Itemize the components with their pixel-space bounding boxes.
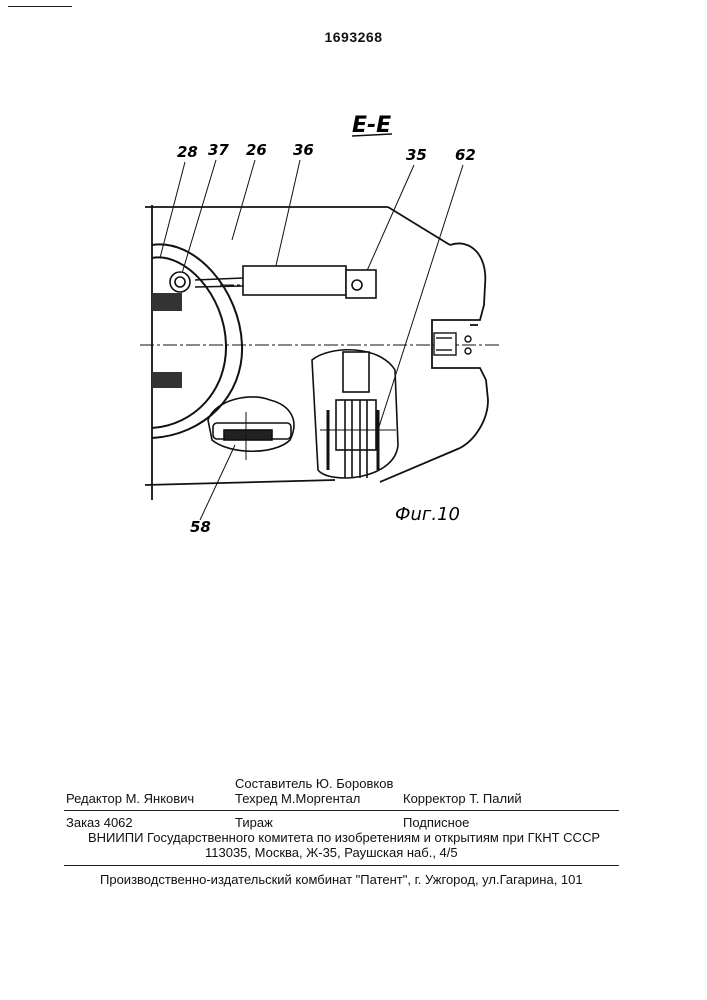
cutaway-62	[312, 350, 398, 478]
order: Заказ 4062	[66, 815, 133, 830]
technical-drawing: E-E 28 37 26 36 35 62 58 Фuг.10	[0, 0, 707, 560]
publisher-line: Производственно-издательский комбинат "П…	[100, 872, 583, 887]
techred: Техред М.Моргентал	[235, 791, 360, 806]
callout-28: 28	[177, 143, 198, 161]
divider	[64, 810, 619, 811]
subscription: Подписное	[403, 815, 469, 830]
callout-26: 26	[246, 141, 267, 159]
divider	[64, 865, 619, 866]
figure-label: Фuг.10	[395, 504, 460, 525]
editor: Редактор М. Янкович	[66, 791, 194, 806]
compiler: Составитель Ю. Боровков	[235, 776, 393, 791]
address-line: 113035, Москва, Ж-35, Раушская наб., 4/5	[205, 845, 458, 860]
callout-35: 35	[406, 146, 427, 164]
latch	[434, 333, 471, 355]
callout-62: 62	[455, 146, 476, 164]
org-line: ВНИИПИ Государственного комитета по изоб…	[88, 830, 600, 845]
hub-circle	[152, 244, 242, 438]
circulation: Тираж	[235, 815, 273, 830]
corrector: Корректор Т. Палий	[403, 791, 522, 806]
hatched-blocks	[152, 293, 182, 388]
callout-37: 37	[208, 141, 229, 159]
callout-58: 58	[190, 518, 211, 536]
actuator-rod	[170, 266, 376, 298]
callout-36: 36	[293, 141, 314, 159]
